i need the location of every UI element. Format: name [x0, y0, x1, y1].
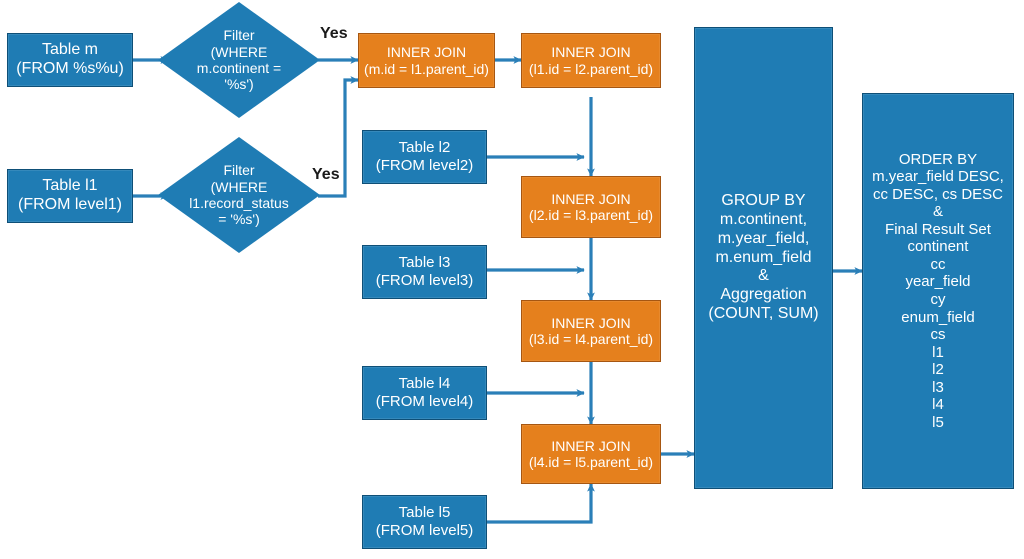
branch-label-yes-top: Yes [320, 25, 348, 42]
node-table-l2[interactable]: Table l2 (FROM level2) [362, 130, 487, 184]
wire-table-l5-to-join-l4-l5 [487, 483, 595, 524]
node-order-by[interactable]: ORDER BY m.year_field DESC, cc DESC, cs … [862, 93, 1014, 489]
node-join-l2-l3[interactable]: INNER JOIN (l2.id = l3.parent_id) [521, 176, 661, 238]
node-group-by[interactable]: GROUP BY m.continent, m.year_field, m.en… [694, 27, 833, 489]
node-join-m-l1[interactable]: INNER JOIN (m.id = l1.parent_id) [358, 33, 495, 88]
node-join-l1-l2[interactable]: INNER JOIN (l1.id = l2.parent_id) [521, 33, 661, 88]
node-table-l1[interactable]: Table l1 (FROM level1) [7, 169, 133, 223]
node-table-l3[interactable]: Table l3 (FROM level3) [362, 245, 487, 299]
filter-continent-label: Filter (WHERE m.continent = '%s') [196, 27, 282, 93]
node-filter-continent[interactable]: Filter (WHERE m.continent = '%s') [158, 2, 320, 118]
node-table-l4[interactable]: Table l4 (FROM level4) [362, 366, 487, 420]
node-table-l5[interactable]: Table l5 (FROM level5) [362, 495, 487, 549]
node-join-l3-l4[interactable]: INNER JOIN (l3.id = l4.parent_id) [521, 300, 661, 362]
node-table-m[interactable]: Table m (FROM %s%u) [7, 33, 133, 87]
branch-label-yes-bottom: Yes [312, 166, 340, 183]
node-join-l4-l5[interactable]: INNER JOIN (l4.id = l5.parent_id) [521, 424, 661, 484]
node-filter-record-status[interactable]: Filter (WHERE l1.record_status = '%s') [158, 137, 320, 253]
filter-record-status-label: Filter (WHERE l1.record_status = '%s') [189, 162, 289, 228]
